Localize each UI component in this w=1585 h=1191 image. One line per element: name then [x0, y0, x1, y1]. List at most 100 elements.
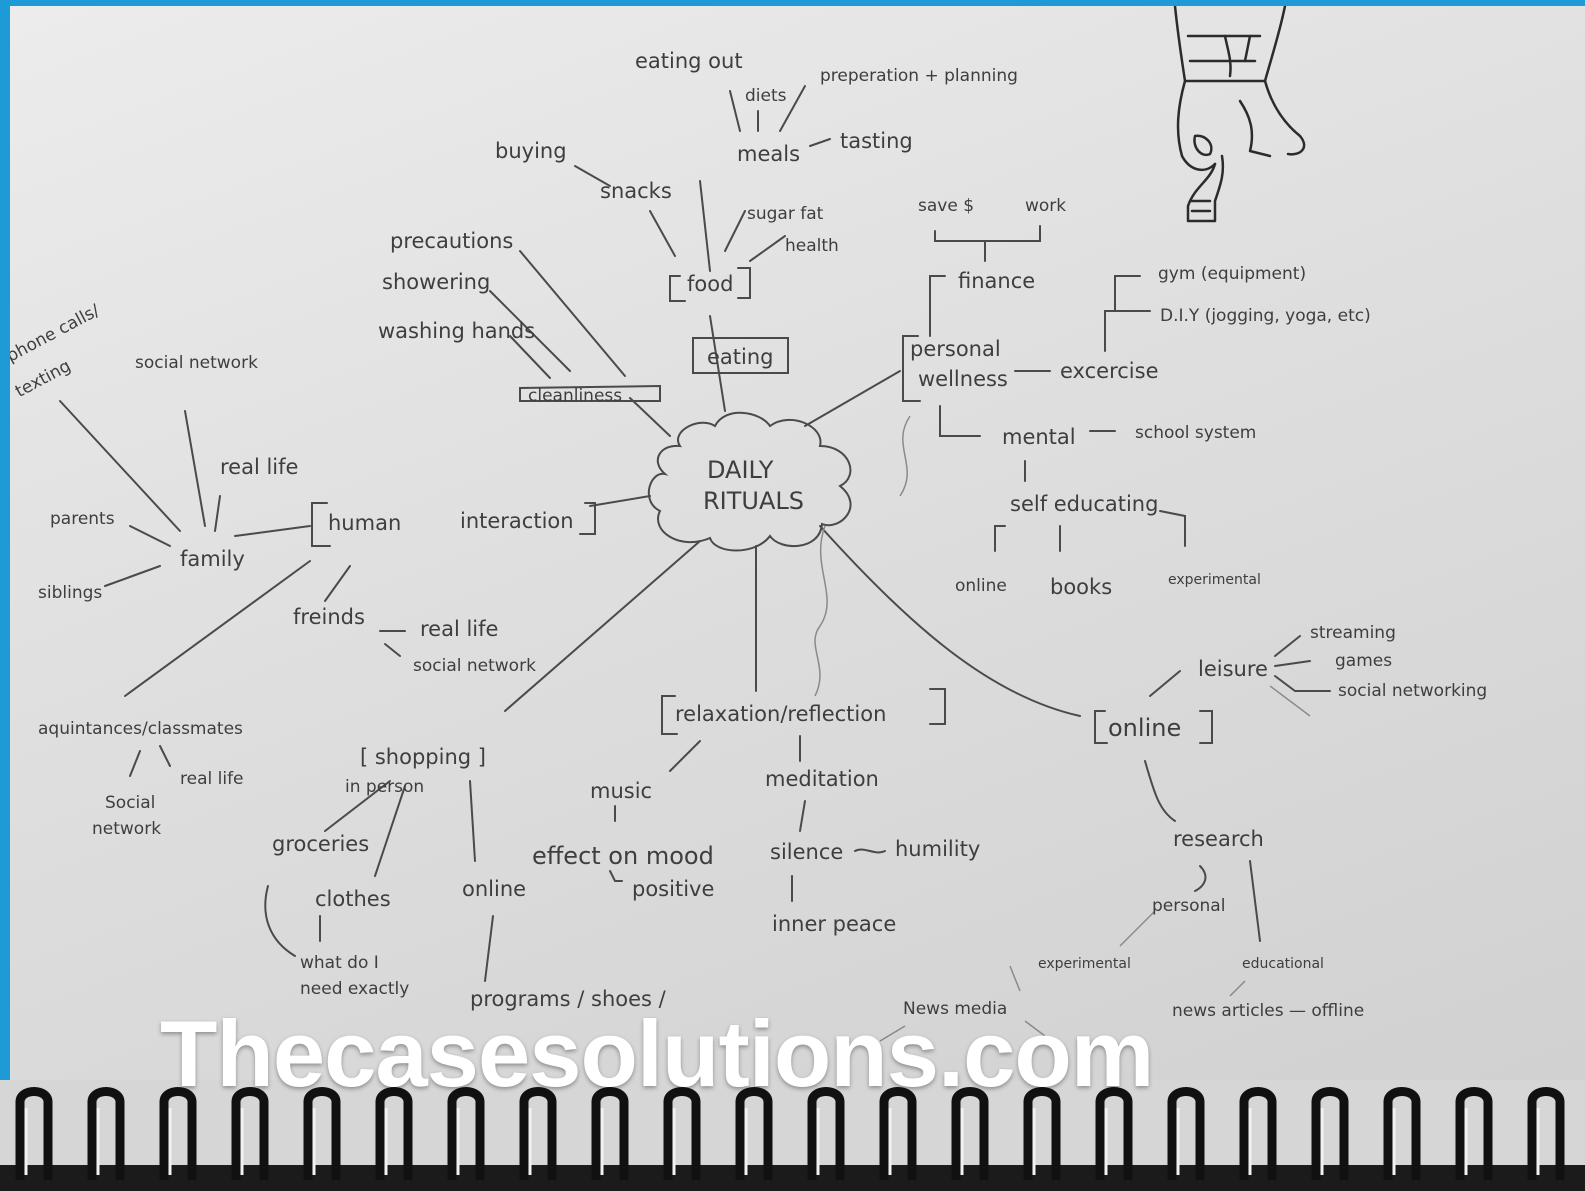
node-books: books [1050, 575, 1112, 599]
online-bracket-right [1199, 710, 1213, 744]
node-leisure: leisure [1198, 657, 1268, 681]
node-shopping: [ shopping ] [360, 745, 486, 769]
node-eating-out: eating out [635, 49, 743, 73]
node-effect-on-mood: effect on mood [532, 842, 714, 870]
binding-ring [447, 1087, 485, 1180]
binding-ring [1527, 1087, 1565, 1180]
node-experimental: experimental [1168, 572, 1261, 588]
node-texting: texting [12, 356, 74, 402]
node-clothes: clothes [315, 887, 391, 911]
node-what-do-i: what do I [300, 953, 379, 973]
node-games: games [1335, 651, 1392, 671]
notebook-page: DAILY RITUALS eating out diets preperati… [10, 6, 1585, 1191]
mind-map-diagram: DAILY RITUALS eating out diets preperati… [10, 6, 1487, 1042]
node-friends-real-life: real life [420, 617, 498, 641]
node-phone-calls: phone calls/ [10, 301, 103, 367]
binding-ring [1023, 1087, 1061, 1180]
online-bracket-left [1094, 710, 1108, 744]
node-shop-online: online [462, 877, 526, 901]
node-meditation: meditation [765, 767, 879, 791]
node-groceries: groceries [272, 832, 369, 856]
binding-ring [87, 1087, 125, 1180]
node-preparation: preperation + planning [820, 66, 1018, 86]
node-positive: positive [632, 877, 714, 901]
center-label-line1: DAILY [707, 456, 774, 484]
binding-ring [591, 1087, 629, 1180]
binding-ring [231, 1087, 269, 1180]
node-personal: personal [910, 337, 1001, 361]
node-friends-social: social network [413, 656, 536, 676]
binding-rings [15, 1087, 1565, 1180]
node-relaxation: relaxation/reflection [675, 702, 886, 726]
binding-ring [735, 1087, 773, 1180]
node-educational: educational [1242, 956, 1324, 972]
connector-lines [59, 85, 1331, 1042]
binding-ring [1095, 1087, 1133, 1180]
node-health: health [785, 236, 839, 256]
node-gym: gym (equipment) [1158, 264, 1306, 284]
node-showering: showering [382, 270, 490, 294]
binding-ring [1311, 1087, 1349, 1180]
node-exercise: excercise [1060, 359, 1159, 383]
node-humility: humility [895, 837, 980, 861]
node-music: music [590, 779, 652, 803]
node-tasting: tasting [840, 129, 913, 153]
node-news-articles: news articles — offline [1172, 1001, 1364, 1021]
binding-ring [951, 1087, 989, 1180]
node-family: family [180, 547, 245, 571]
node-meals: meals [737, 142, 800, 166]
center-label-line2: RITUALS [703, 487, 804, 515]
node-online-learning: online [955, 576, 1007, 596]
node-acquaintances: aquintances/classmates [38, 719, 243, 739]
node-streaming: streaming [1310, 623, 1396, 643]
binding-ring [15, 1087, 53, 1180]
spiral-binding [0, 1080, 1585, 1191]
binding-ring [663, 1087, 701, 1180]
node-real-life-family: real life [220, 455, 298, 479]
binding-ring [159, 1087, 197, 1180]
node-school-system: school system [1135, 423, 1256, 443]
node-mental: mental [1002, 425, 1076, 449]
node-experimental-research: experimental [1038, 956, 1131, 972]
node-precautions: precautions [390, 229, 513, 253]
watermark-text: Thecasesolutions.com [160, 1001, 1154, 1106]
node-social-network-family: social network [135, 353, 258, 373]
node-finance: finance [958, 269, 1035, 293]
node-eating: eating [707, 345, 774, 369]
node-food: food [687, 272, 733, 296]
node-news-media: News media [903, 999, 1007, 1019]
binding-ring [375, 1087, 413, 1180]
node-inner-peace: inner peace [772, 912, 896, 936]
node-wellness: wellness [918, 367, 1008, 391]
binding-ring [879, 1087, 917, 1180]
binding-ring [519, 1087, 557, 1180]
binding-ring [1167, 1087, 1205, 1180]
node-silence: silence [770, 840, 843, 864]
node-buying: buying [495, 139, 567, 163]
node-need-exactly: need exactly [300, 979, 409, 999]
binding-ring [1239, 1087, 1277, 1180]
node-in-person: in person [345, 777, 424, 797]
binding-ring [1383, 1087, 1421, 1180]
node-human: human [328, 511, 401, 535]
node-online: online [1108, 714, 1181, 742]
node-save-money: save $ [918, 196, 974, 216]
node-friends: freinds [293, 605, 365, 629]
node-work: work [1025, 196, 1066, 216]
node-acq-real-life: real life [180, 769, 244, 789]
node-parents: parents [50, 509, 115, 529]
binding-ring [1455, 1087, 1493, 1180]
node-snacks: snacks [600, 179, 672, 203]
node-diets: diets [745, 86, 787, 106]
node-acq-social: Social [105, 793, 155, 813]
node-self-educating: self educating [1010, 492, 1158, 516]
node-research: research [1173, 827, 1264, 851]
node-siblings: siblings [38, 583, 102, 603]
binding-ring [303, 1087, 341, 1180]
node-diy: D.I.Y (jogging, yoga, etc) [1160, 306, 1371, 326]
node-acq-network: network [92, 819, 161, 839]
node-washing-hands: washing hands [378, 319, 535, 343]
center-cloud-shape [647, 411, 852, 552]
node-sugar-fat: sugar fat [747, 204, 824, 224]
bracket-marks [311, 267, 946, 735]
